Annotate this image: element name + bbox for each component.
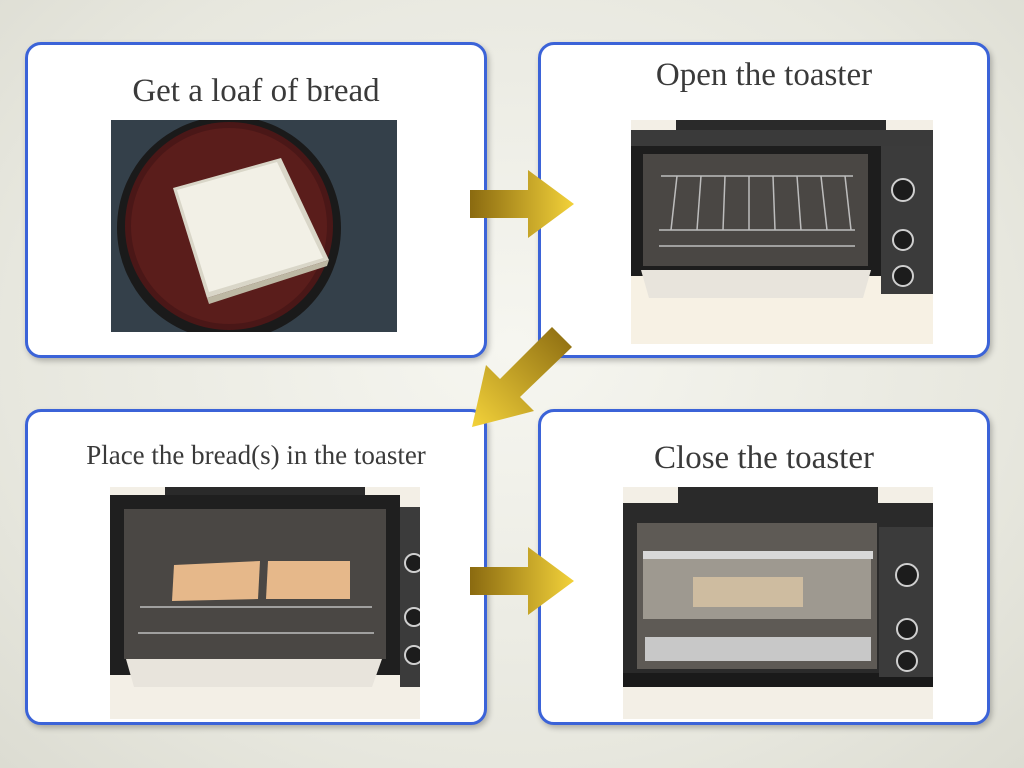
step-2-title: Open the toaster (655, 57, 873, 93)
open-toaster-photo (631, 120, 933, 344)
step-1-title: Get a loaf of bread (132, 73, 380, 109)
right-arrow-icon (470, 170, 574, 238)
step-2-panel: Open the toaster (538, 42, 990, 358)
bread-on-plate-photo (111, 120, 397, 332)
closed-toaster-photo (623, 487, 933, 719)
step-4-panel: Close the toaster (538, 409, 990, 725)
step-4-title: Close the toaster (654, 440, 874, 476)
step-3-panel: Place the bread(s) in the toaster (25, 409, 487, 725)
right-arrow-icon (470, 547, 574, 615)
down-left-arrow-icon (472, 327, 572, 427)
step-3-title: Place the bread(s) in the toaster (86, 440, 426, 470)
step-1-panel: Get a loaf of bread (25, 42, 487, 358)
bread-in-toaster-photo (110, 487, 420, 719)
